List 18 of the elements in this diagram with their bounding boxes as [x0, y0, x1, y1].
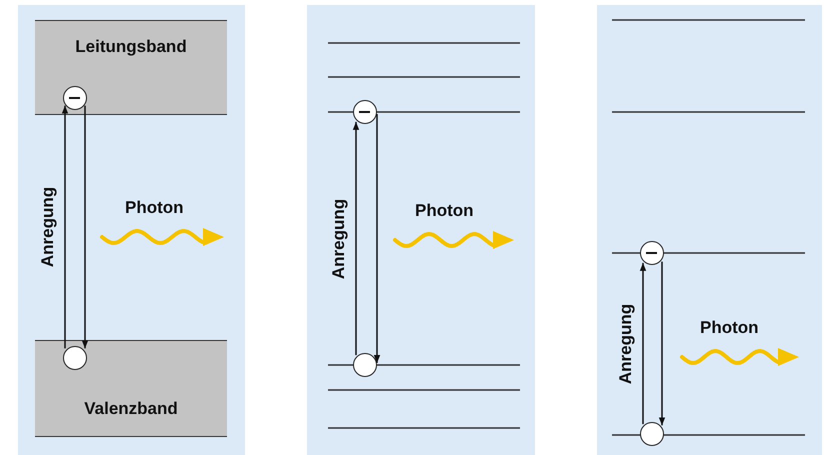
photon-label: Photon — [415, 201, 474, 221]
arrow — [352, 122, 360, 356]
band-label: Valenzband — [83, 399, 179, 419]
photon-label: Photon — [700, 318, 759, 338]
arrow — [658, 262, 666, 426]
band-label: Leitungsband — [74, 37, 188, 57]
photon-label: Photon — [125, 198, 184, 218]
arrow — [374, 114, 380, 363]
edge-label: Anregung — [615, 303, 636, 384]
band-box — [35, 340, 227, 437]
hole-circle — [63, 346, 87, 370]
band-box — [35, 20, 227, 115]
arrow — [82, 106, 88, 348]
edge-label: Anregung — [328, 198, 350, 279]
arrow — [62, 106, 68, 348]
arrow — [640, 262, 646, 424]
electron-circle — [63, 86, 87, 110]
edge-label: Anregung — [37, 186, 58, 268]
